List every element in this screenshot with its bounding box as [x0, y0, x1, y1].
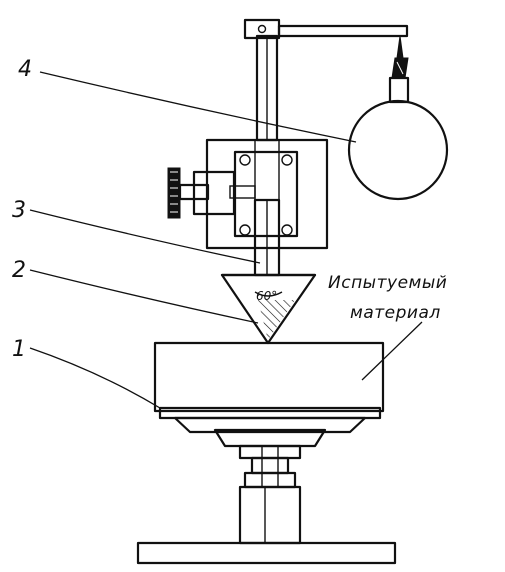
callout-3: 3: [12, 198, 26, 223]
material-label-line1: Испытуемый: [328, 273, 447, 293]
callout-leaders: [29, 71, 423, 409]
clamp-screw: [167, 167, 256, 219]
material-label-line2: материал: [350, 303, 441, 323]
cone-angle-label: 60°: [256, 289, 277, 303]
spindle: [253, 198, 281, 277]
base-stand: [136, 406, 397, 565]
callout-4: 4: [18, 57, 32, 82]
weight-ball: [347, 35, 449, 201]
callout-1: 1: [12, 337, 26, 362]
upper-rod: [243, 18, 409, 142]
callout-2: 2: [12, 258, 26, 283]
test-material-block: [153, 341, 385, 413]
cone-indenter: 60°: [220, 273, 317, 345]
